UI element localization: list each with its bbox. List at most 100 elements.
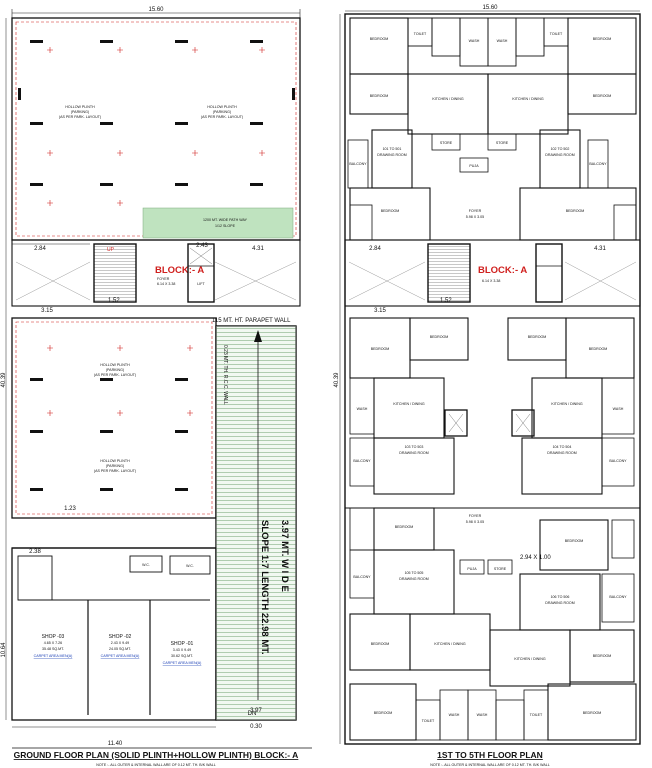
ground-top-dimension: 15.60 (148, 7, 164, 13)
u-bedroom-9: BEDROOM (430, 335, 449, 339)
u-kitchen-5: KITCHEN / DINING (434, 642, 466, 646)
u-balcony-2: BALCONY (589, 162, 607, 166)
u-balcony-6: BALCONY (609, 595, 627, 599)
upper-block-label: BLOCK:- A (478, 265, 527, 276)
u-drawing-4: DRAWING ROOM (547, 451, 576, 455)
u-bedroom-14: BEDROOM (593, 654, 612, 658)
u-kitchen-4: KITCHEN / DINING (551, 402, 583, 406)
dim-1-52: 1.52 (108, 298, 120, 304)
u-store-1: STORE (440, 141, 453, 145)
ramp-wall-label: 0.23 MT. TH. R.C.C. WALL (222, 345, 228, 405)
ground-lift-label: LIFT (197, 282, 205, 286)
hollow-plinth-label-2: HOLLOW PLINTH (207, 105, 237, 109)
u-foyer-1: FOYER (469, 209, 482, 213)
dim-4-31: 4.31 (252, 246, 264, 252)
dim-2-43: 2.43 (196, 243, 208, 249)
ground-height-dimension: 40.39 (1, 372, 7, 388)
u-toilet-2: TOILET (550, 32, 563, 36)
u-puja-1: PUJA (469, 164, 479, 168)
ground-plan-title: GROUND FLOOR PLAN (SOLID PLINTH+HOLLOW P… (14, 750, 299, 760)
upper-block-foyer: 6.14 X 3.38 (482, 279, 500, 283)
dim-1-23: 1.23 (64, 506, 76, 512)
u-wash-6: WASH (477, 713, 488, 717)
upper-top-dimension: 15.60 (482, 5, 498, 11)
hollow-plinth-label-4: HOLLOW PLINTH (100, 459, 130, 463)
u-dim-3-15: 3.15 (374, 308, 386, 314)
u-puja-2: PUJA (467, 567, 477, 571)
dim-4-20: 3.97 (250, 708, 262, 714)
u-bedroom-13: BEDROOM (371, 642, 390, 646)
parking-label-4: (PARKING) (106, 464, 124, 468)
u-wash-3: WASH (357, 407, 368, 411)
upper-plan-title: 1ST TO 5TH FLOOR PLAN (437, 750, 543, 760)
u-store-2: STORE (496, 141, 509, 145)
u-bedroom-16: BEDROOM (583, 711, 602, 715)
u-kitchen-6: KITCHEN / DINING (514, 657, 546, 661)
u-unit-106: 106 TO 506 (551, 595, 570, 599)
u-wash-5: WASH (449, 713, 460, 717)
ramp-width-label: 3.97 MT. W I D E (279, 520, 290, 592)
park-layout-label-3: (AS PER PARK. LAYOUT) (94, 373, 136, 377)
u-dim-2-84: 2.84 (369, 246, 381, 252)
u-unit-102: 102 TO 502 (551, 147, 570, 151)
wc-label-2: W.C. (186, 564, 194, 568)
u-bedroom-8: BEDROOM (589, 347, 608, 351)
u-unit-105: 105 TO 505 (405, 571, 424, 575)
dim-3-15: 3.15 (41, 308, 53, 314)
shop-03-dim: 4.65 X 7.26 (44, 641, 62, 645)
ground-block-label: BLOCK:- A (155, 265, 204, 276)
ramp: 115 MT. HT. PARAPET WALL 0.23 MT. TH. R.… (212, 318, 297, 730)
u-foyer-2: FOYER (469, 514, 482, 518)
shop-01-area: 30.62 SQ.MT. (171, 654, 193, 658)
park-layout-label-2: (AS PER PARK. LAYOUT) (201, 115, 243, 119)
shop-02-carpet: CARPET AREA MEN(A) (101, 654, 140, 658)
u-toilet-3: TOILET (422, 719, 435, 723)
ground-plan-note: NOTE :- ALL OUTER & INTERNAL WALL ARE OF… (96, 763, 216, 767)
parking-label-3: (PARKING) (106, 368, 124, 372)
upper-plan-note: NOTE :- ALL OUTER & INTERNAL WALL ARE OF… (430, 763, 550, 767)
u-bedroom-10: BEDROOM (528, 335, 547, 339)
u-balcony-3: BALCONY (353, 459, 371, 463)
shop-01-carpet: CARPET AREA MEN(A) (163, 661, 202, 665)
shop-01: SHOP -01 3.43 X 9.49 30.62 SQ.MT. CARPET… (163, 641, 202, 665)
parking-label-2: (PARKING) (213, 110, 231, 114)
u-balcony-4: BALCONY (609, 459, 627, 463)
park-layout-label-4: (AS PER PARK. LAYOUT) (94, 469, 136, 473)
u-bedroom-12: BEDROOM (565, 539, 584, 543)
u-kitchen-1: KITCHEN / DINING (432, 97, 464, 101)
ground-floor-plan: 15.60 HOLLOW PLINTH (PARKING) (AS PER PA… (1, 7, 312, 767)
parapet-label: 115 MT. HT. PARAPET WALL (212, 318, 291, 324)
u-toilet-1: TOILET (414, 32, 427, 36)
shop-02-name: SHOP -02 (109, 634, 132, 640)
u-wash-4: WASH (613, 407, 624, 411)
ramp-slope-label: SLOPE 1:7 LENGTH 22.98 MT. (259, 520, 270, 655)
dim-2-84: 2.84 (34, 246, 46, 252)
ground-bottom-dimension: 11.40 (108, 741, 123, 747)
shop-02-dim: 2.43 X 9.49 (111, 641, 129, 645)
u-drawing-3: DRAWING ROOM (399, 451, 428, 455)
u-balcony-5: BALCONY (353, 575, 371, 579)
shop-03-area: 35.48 SQ.MT. (42, 647, 64, 651)
u-bedroom-1: BEDROOM (370, 37, 389, 41)
shop-01-dim: 3.43 X 9.49 (173, 648, 191, 652)
u-drawing-2: DRAWING ROOM (545, 153, 574, 157)
ground-foyer-dim: 6.14 X 3.38 (157, 282, 175, 286)
u-bedroom-2: BEDROOM (593, 37, 612, 41)
shop-02: SHOP -02 2.43 X 9.49 24.05 SQ.MT. CARPET… (101, 634, 140, 658)
u-toilet-4: TOILET (530, 713, 543, 717)
u-drawing-6: DRAWING ROOM (545, 601, 574, 605)
u-foyer-dim-1: 5.98 X 3.05 (466, 215, 484, 219)
u-unit-104: 104 TO 504 (553, 445, 572, 449)
park-layout-label-1: (AS PER PARK. LAYOUT) (59, 115, 101, 119)
u-passage-dim: 2.94 X 1.00 (520, 555, 551, 561)
u-bedroom-4: BEDROOM (593, 94, 612, 98)
ground-foyer-label: FOYER (157, 277, 170, 281)
parking-label-1: (PARKING) (71, 110, 89, 114)
upper-floor-plan: 15.60 40.39 (334, 5, 641, 767)
u-bedroom-15: BEDROOM (374, 711, 393, 715)
hollow-plinth-label-3: HOLLOW PLINTH (100, 363, 130, 367)
ramp-dn-label: DN (248, 711, 257, 717)
u-dim-1-52: 1.52 (440, 298, 452, 304)
u-dim-4-31: 4.31 (594, 246, 606, 252)
dim-2-38: 2.38 (29, 549, 41, 555)
